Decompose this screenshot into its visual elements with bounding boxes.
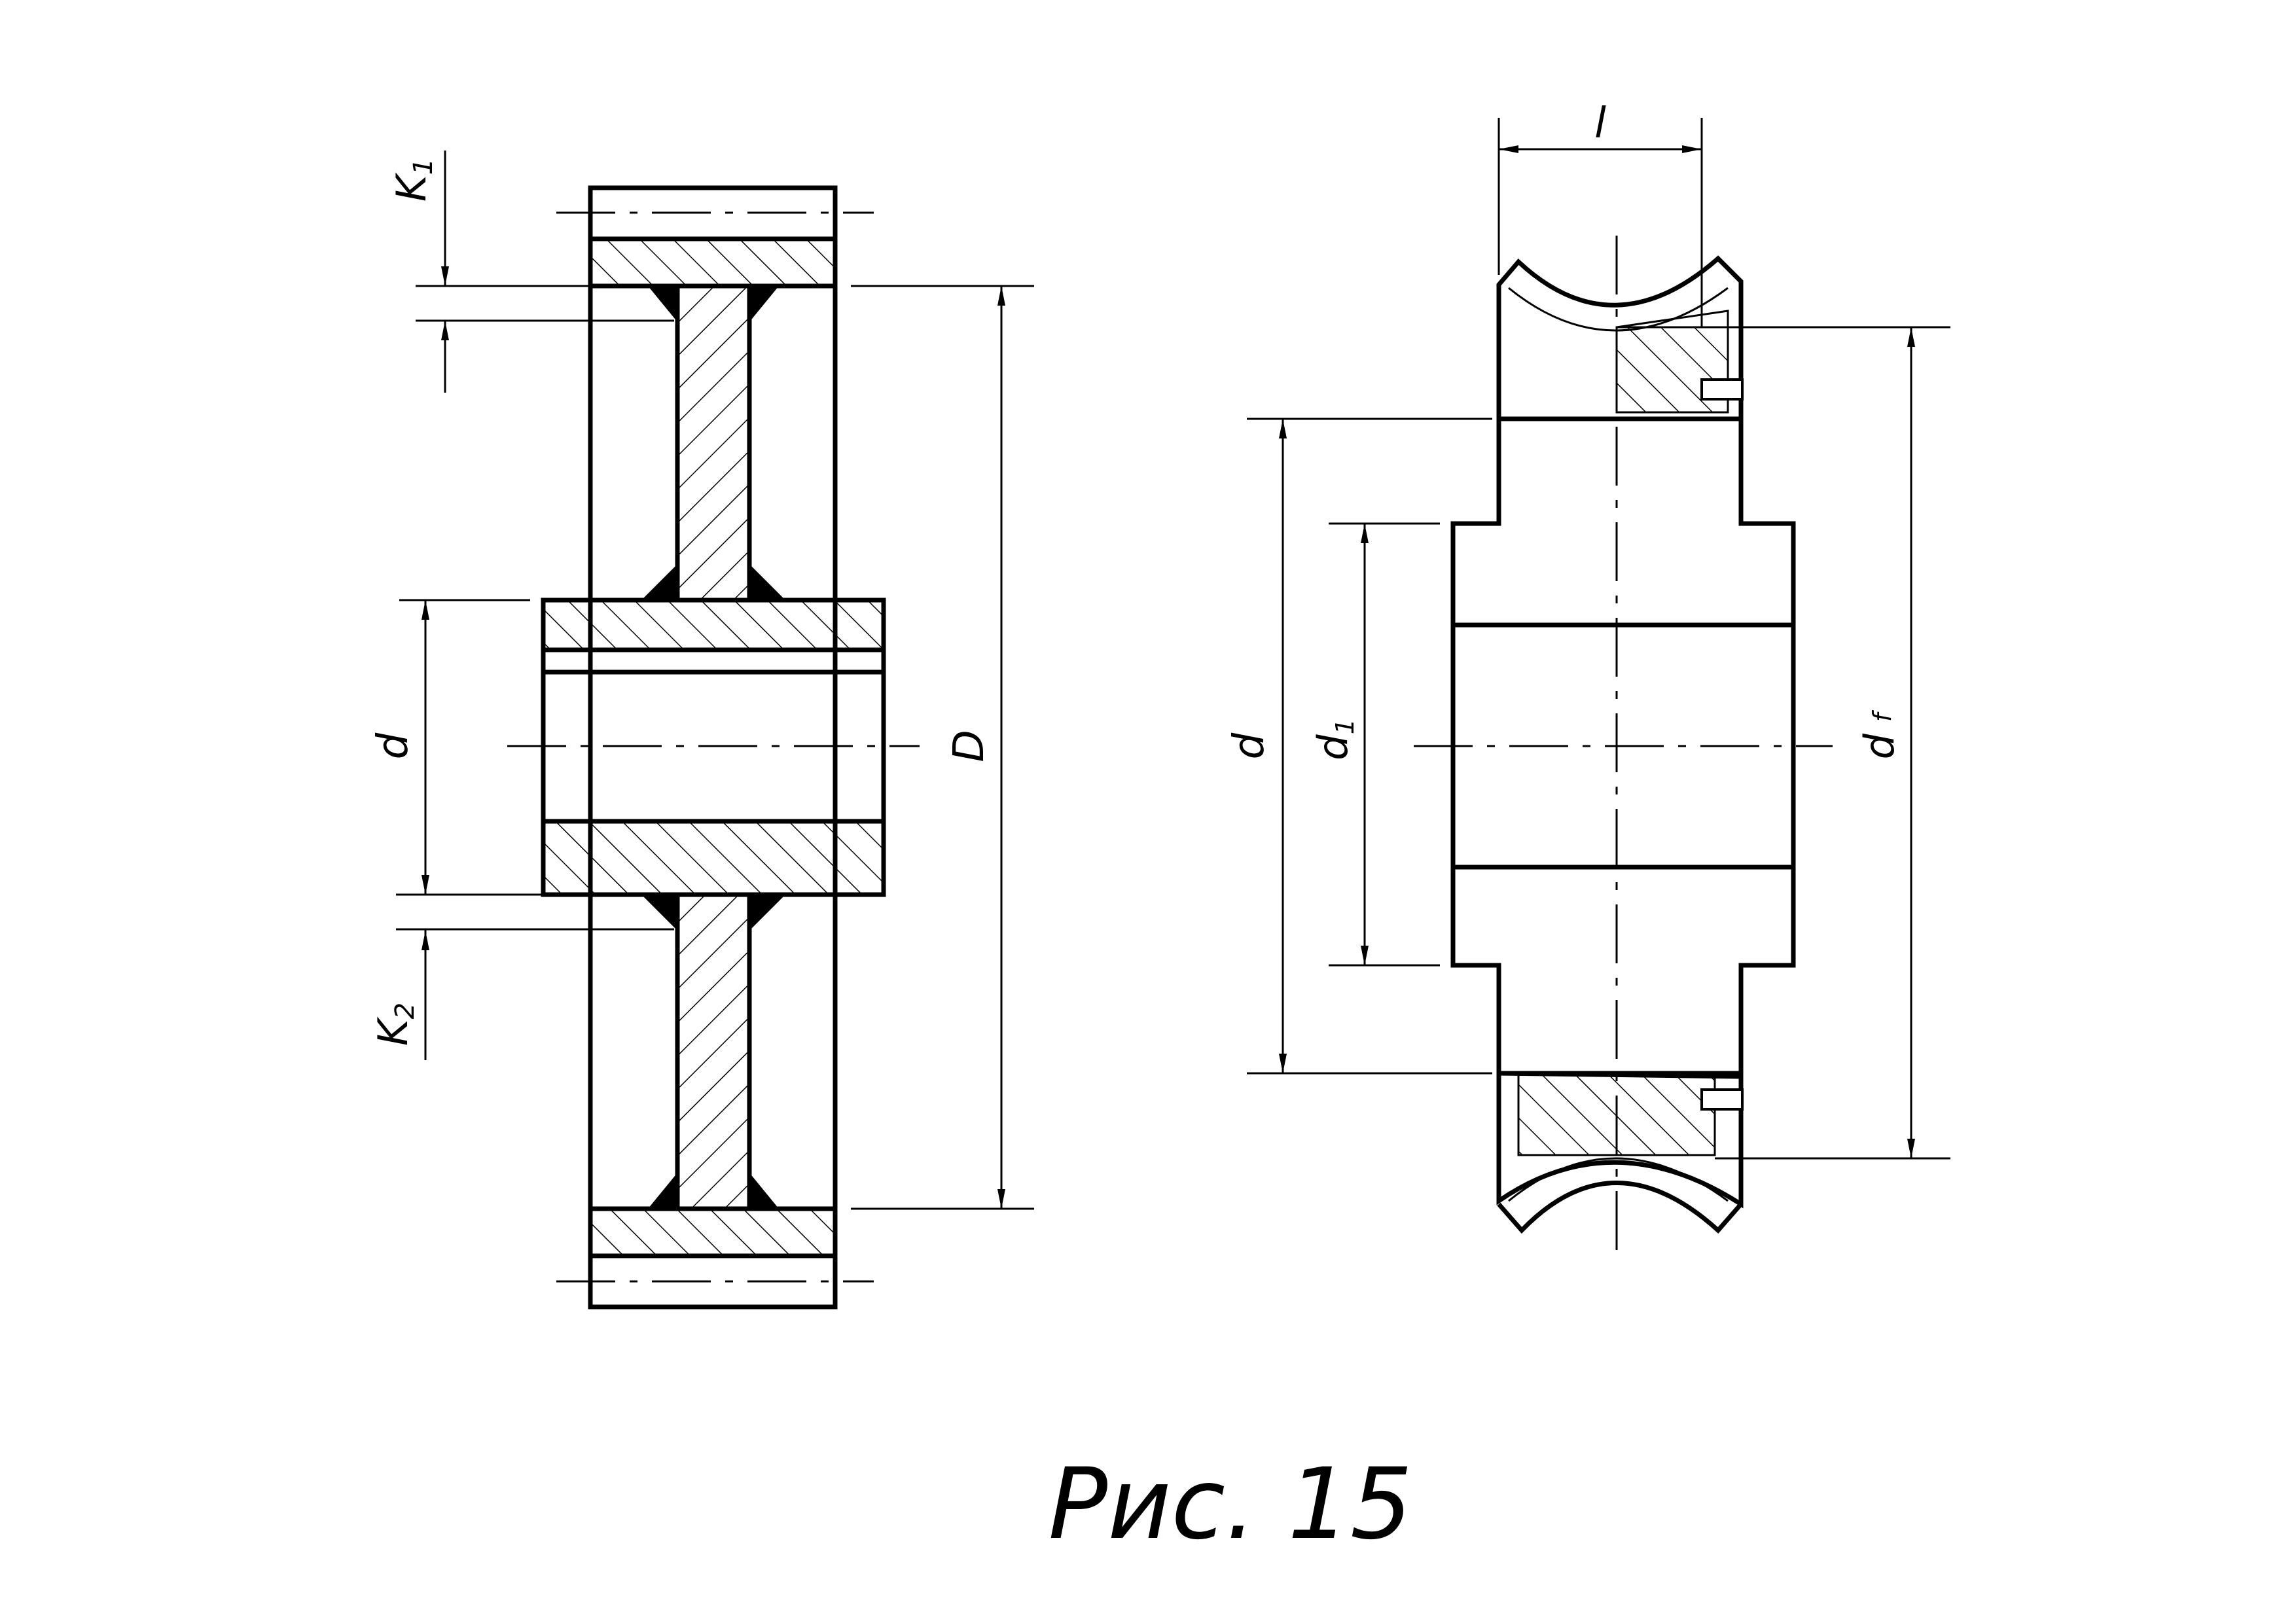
dim-label-D: D — [945, 730, 994, 762]
dim-label-K2: K2 — [369, 1003, 420, 1046]
dim-label-l: l — [1594, 99, 1606, 148]
key-slot-top — [1700, 378, 1744, 401]
web-lower — [677, 895, 749, 1209]
hub-upper-section — [1450, 416, 1796, 628]
rim-bottom-section — [1496, 1071, 1744, 1209]
rim-top-section — [592, 239, 834, 286]
left-view-pulley: D d K1 K2 — [369, 151, 1034, 1310]
rim-bottom-section — [592, 1209, 834, 1256]
dim-label-K1: K1 — [387, 158, 439, 202]
key-slot-bottom — [1700, 1088, 1744, 1111]
dim-label-df: df — [1856, 709, 1903, 759]
right-view-pulley: l d d1 df — [1225, 99, 1950, 1250]
hub-bottom-section — [545, 821, 882, 893]
hub-outline — [541, 597, 886, 897]
rim-bottom-groove — [1497, 1181, 1743, 1234]
hub-lower-section — [1450, 865, 1796, 1076]
rim-outline — [588, 185, 838, 1310]
figure-caption: Рис. 15 — [1049, 1448, 1413, 1561]
rim-top-section — [1496, 255, 1744, 421]
web-upper — [677, 286, 749, 600]
dim-label-d-right: d — [1225, 732, 1274, 759]
dim-label-d: d — [369, 732, 418, 759]
weld-seams — [641, 286, 785, 1209]
dim-label-d1: d1 — [1309, 719, 1359, 760]
hub-top-section — [545, 601, 882, 649]
